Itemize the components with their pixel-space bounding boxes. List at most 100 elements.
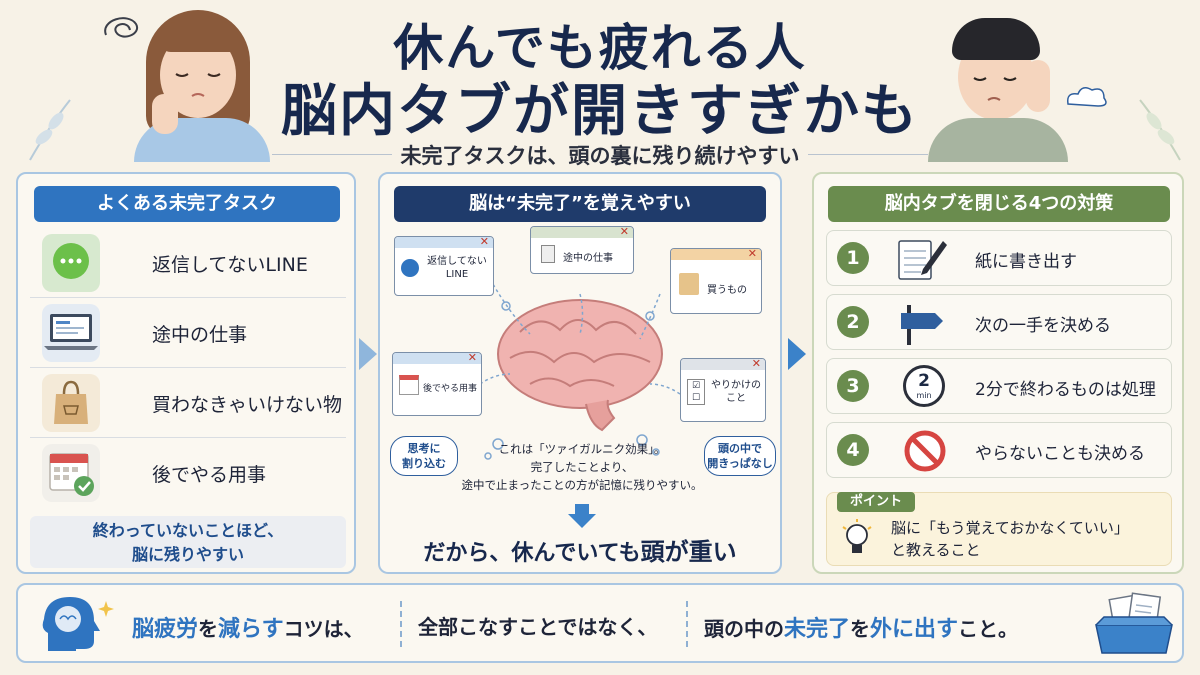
step-number: 3 (837, 370, 869, 402)
point-text: 脳に「もう覚えておかなくていい」 と教えること (891, 517, 1129, 561)
plain-text: コツは、 (283, 617, 364, 641)
explain-line-2: 完了したことより、 (530, 460, 634, 474)
tab-window: ✕ 途中の仕事 (530, 225, 634, 274)
window-label: 後でやる用事 (423, 384, 478, 394)
step-item: 3 2 min 2分で終わるものは処理 (826, 358, 1172, 414)
plain-text: を (850, 617, 871, 641)
bubble-line: 頭の中で (718, 442, 762, 455)
emphasis-text: 脳疲労 (132, 617, 199, 642)
bubble-line: 思考に (407, 442, 441, 455)
storage-box-icon (1095, 592, 1173, 654)
document-icon (541, 245, 555, 263)
timer-number: 2 (918, 371, 930, 391)
step-label: 次の一手を決める (975, 316, 1111, 336)
task-label: 途中の仕事 (152, 324, 248, 346)
thought-bubble-right: 頭の中で 開きっぱなし (704, 436, 776, 476)
panel-ribbon: 脳は“未完了”を覚えやすい (394, 186, 766, 222)
tab-window: ✕ 買うもの (670, 247, 762, 314)
summary-banner: 脳疲労を減らすコツは、 全部こなすことではなく、 頭の中の未完了を外に出すこと。 (16, 583, 1184, 663)
window-label: 返信してない (427, 256, 487, 267)
leaf-decoration-right (1139, 99, 1181, 161)
calendar-icon (399, 375, 419, 395)
point-line-1: 脳に「もう覚えておかなくていい」 (891, 519, 1129, 537)
countermeasures-panel: 脳内タブを閉じる4つの対策 1 紙に書き出す 2 次の一手を決める 3 2 mi… (812, 172, 1184, 574)
calendar-check-icon (42, 444, 100, 502)
tired-woman-illustration (128, 10, 278, 162)
dizzy-scribble-icon (104, 17, 139, 38)
subtitle-rule-left (272, 154, 392, 155)
tab-window: ✕ 返信してない LINE (394, 235, 494, 296)
step-number: 4 (837, 434, 869, 466)
window-label: 途中の仕事 (563, 253, 613, 264)
zeigarnik-explanation: これは「ツァイガルニク効果」。 完了したことより、 途中で止まったことの方が記憶… (440, 440, 724, 494)
point-line-2: と教えること (891, 541, 981, 559)
thought-bubble-left: 思考に 割り込む (390, 436, 458, 476)
step-label: 2分で終わるものは処理 (975, 380, 1156, 400)
step-number: 1 (837, 242, 869, 274)
step-item: 1 紙に書き出す (826, 230, 1172, 286)
window-label: こと (726, 393, 746, 404)
summary-part-1: 脳疲労を減らすコツは、 (132, 611, 364, 643)
point-tag: ポイント (837, 492, 915, 512)
step-item: 4 やらないことも決める (826, 422, 1172, 478)
chat-bubble-icon (401, 259, 419, 277)
arrow-right-icon (788, 338, 806, 370)
explain-line-1: これは「ツァイガルニク効果」。 (498, 442, 666, 456)
window-label: LINE (445, 269, 469, 280)
close-icon: ✕ (479, 235, 489, 248)
conclusion-text: だから、休んでいても頭が重い (380, 532, 780, 567)
conclusion-emphasis: 頭が重い (640, 538, 737, 566)
subtitle: 未完了タスクは、頭の裏に残り続けやすい (400, 144, 800, 168)
close-icon: ✕ (751, 357, 761, 370)
note-line-2: 脳に残りやすい (131, 545, 244, 564)
bubble-line: 開きっぱなし (707, 457, 773, 470)
shopping-bag-icon (679, 273, 699, 295)
task-label: 買わなきゃいけない物 (152, 394, 343, 416)
prohibited-icon (904, 430, 946, 472)
step-label: 紙に書き出す (975, 252, 1077, 272)
title-line-2: 脳内タブが開きすぎかも (281, 79, 919, 144)
list-item: 途中の仕事 (30, 298, 346, 368)
panel-ribbon: 脳内タブを閉じる4つの対策 (828, 186, 1170, 222)
shopping-bag-icon (42, 374, 100, 432)
leaf-decoration-left (29, 99, 71, 161)
summary-part-2: 全部こなすことではなく、 (418, 615, 658, 639)
plain-text: こと。 (958, 617, 1019, 641)
tab-window: ✕ 後でやる用事 (392, 351, 482, 416)
list-item: 返信してないLINE (30, 228, 346, 298)
sigh-cloud-icon (1066, 87, 1107, 107)
window-label: 買うもの (707, 285, 747, 296)
step-number: 2 (837, 306, 869, 338)
emphasis-text: 減らす (218, 617, 284, 642)
checklist-icon: ☑☐ (687, 379, 705, 405)
brain-head-icon (42, 597, 114, 651)
panel-ribbon: よくある未完了タスク (34, 186, 340, 222)
plain-text: を (198, 617, 219, 641)
notepad-pen-icon (898, 240, 947, 280)
close-icon: ✕ (467, 351, 477, 364)
lightbulb-icon (842, 519, 872, 553)
explain-line-3: 途中で止まったことの方が記憶に残りやすい。 (461, 478, 703, 492)
subtitle-rule-right (808, 154, 928, 155)
tab-window: ✕ ☑☐ やりかけの こと (680, 357, 766, 422)
timer-icon: 2 min (903, 365, 945, 407)
list-item: 後でやる用事 (30, 438, 346, 508)
signpost-arrow-icon (901, 305, 943, 345)
title-line-1: 休んでも疲れる人 (393, 19, 807, 77)
timer-unit: min (916, 391, 932, 400)
task-label: 後でやる用事 (152, 464, 267, 486)
bubble-line: 割り込む (402, 457, 446, 470)
emphasis-text: 外に出す (870, 617, 959, 642)
plain-text: 頭の中の (704, 617, 784, 641)
brain-explanation-panel: 脳は“未完了”を覚えやすい ✕ 返信してない LINE ✕ (378, 172, 782, 574)
note-box: 終わっていないことほど、 脳に残りやすい (30, 516, 346, 568)
arrow-down-icon (568, 504, 596, 528)
emphasis-text: 未完了 (784, 617, 851, 642)
conclusion-pre: だから、休んでいても (423, 541, 641, 566)
note-line-1: 終わっていないことほど、 (92, 521, 284, 540)
common-tasks-panel: よくある未完了タスク 返信してないLINE 途中の仕事 買わなきゃいけない物 後… (16, 172, 356, 574)
laptop-icon (42, 304, 100, 362)
chat-message-icon (42, 234, 100, 292)
divider (686, 601, 688, 647)
window-label: やりかけの (711, 380, 761, 391)
